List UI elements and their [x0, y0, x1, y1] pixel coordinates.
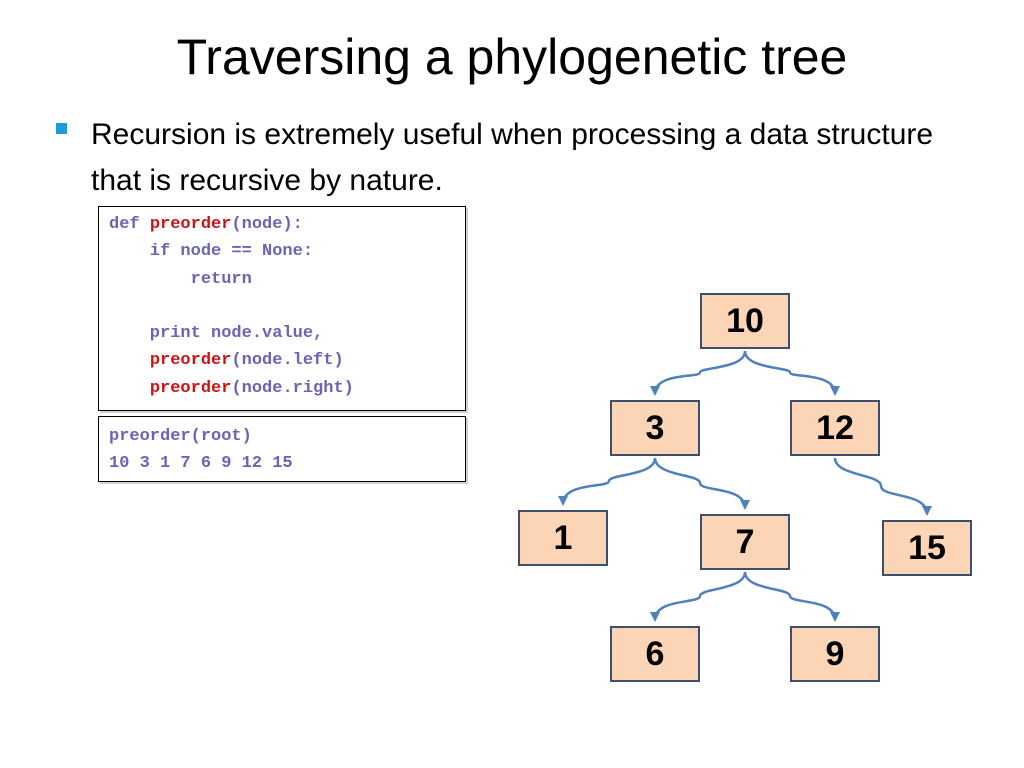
- code-args: (node.left): [231, 351, 344, 371]
- code-args: (node.right): [231, 378, 354, 398]
- code-function-name: preorder: [149, 378, 232, 398]
- code-line-1: def preorder(node):: [109, 211, 455, 238]
- code-function-name: preorder: [149, 351, 232, 371]
- code-line-7: preorder(node.right): [109, 375, 455, 402]
- tree-node-7: 7: [700, 514, 790, 570]
- tree-node-9: 9: [790, 626, 880, 682]
- tree-node-12: 12: [790, 400, 880, 456]
- slide-title: Traversing a phylogenetic tree: [176, 29, 848, 85]
- tree-edge-n12-n15: [833, 457, 932, 516]
- tree-edge-n10-n12: [743, 350, 840, 396]
- tree-edge-n7-n6: [650, 571, 747, 622]
- tree-edge-n3-n1: [558, 457, 657, 506]
- tree-node-6: 6: [610, 626, 700, 682]
- tree-edge-n7-n9: [743, 571, 840, 622]
- tree-node-1: 1: [518, 510, 608, 566]
- output-block: preorder(root) 10 3 1 7 6 9 12 15: [98, 416, 466, 482]
- bullet-square-icon: [56, 123, 67, 134]
- bullet-text: Recursion is extremely useful when proce…: [91, 118, 934, 197]
- code-line-6: preorder(node.left): [109, 347, 455, 374]
- bullet-point: Recursion is extremely useful when proce…: [56, 112, 976, 204]
- code-args: (node):: [231, 215, 303, 234]
- code-line-blank: [109, 293, 455, 320]
- output-call: preorder(root): [109, 427, 252, 446]
- code-keyword: def: [109, 215, 150, 234]
- tree-node-3: 3: [610, 400, 700, 456]
- code-function-name: preorder: [149, 215, 232, 234]
- output-result: 10 3 1 7 6 9 12 15: [109, 454, 293, 474]
- tree-node-10: 10: [700, 293, 790, 349]
- code-line-3: return: [109, 269, 252, 289]
- tree-node-15: 15: [882, 520, 972, 576]
- tree-edge-n3-n7: [653, 457, 750, 510]
- tree-edge-n10-n3: [650, 350, 747, 396]
- code-line-5: print node.value,: [109, 324, 324, 344]
- code-block: def preorder(node): if node == None: ret…: [98, 206, 466, 411]
- code-line-2: if node == None:: [109, 242, 314, 262]
